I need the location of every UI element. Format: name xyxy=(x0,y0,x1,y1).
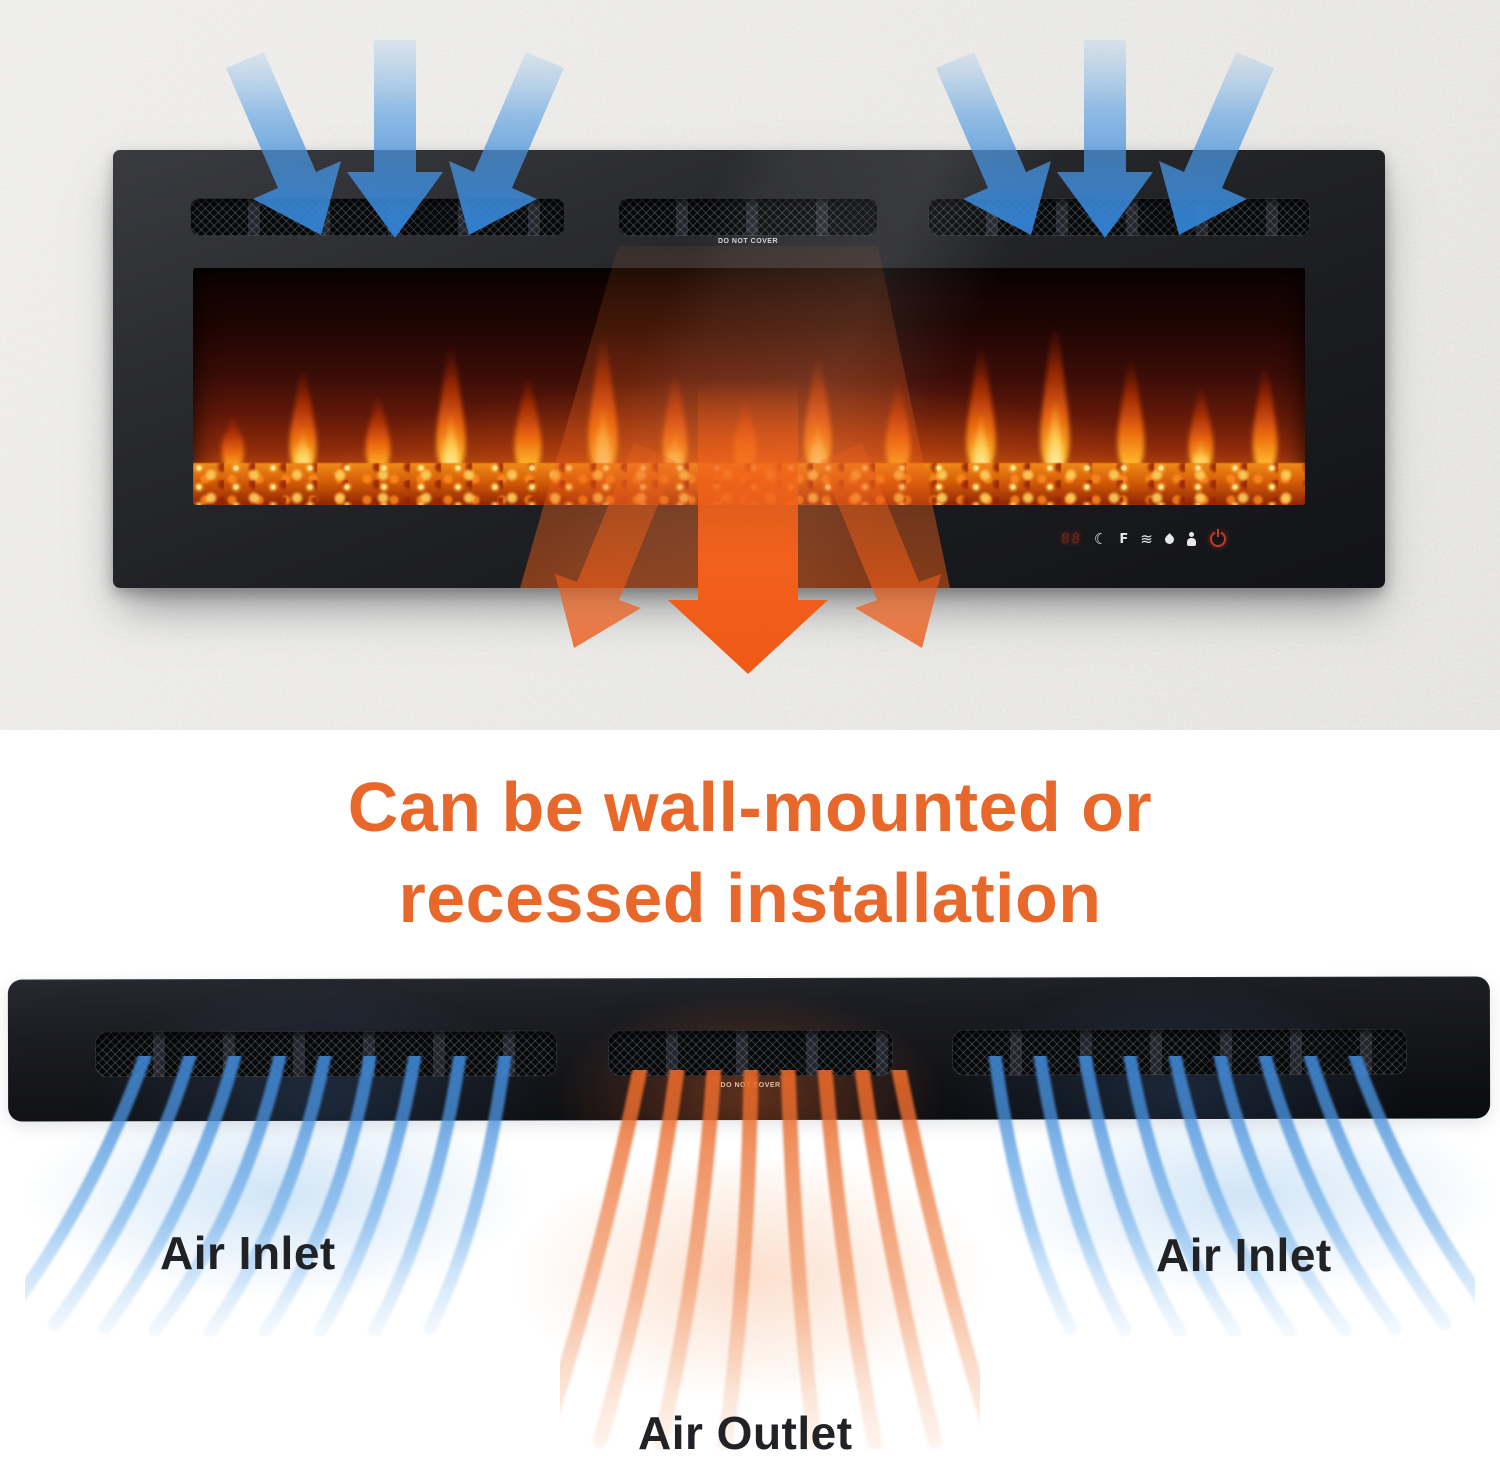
control-panel: 88 ☾ F ≋ xyxy=(1060,526,1296,552)
heat-outlet-arrows xyxy=(520,246,950,674)
heading-line-2: recessed installation xyxy=(398,859,1102,937)
fahrenheit-icon: F xyxy=(1119,531,1129,547)
heading-line-1: Can be wall-mounted or xyxy=(347,768,1153,846)
air-inlet-arrows-right xyxy=(936,40,1274,238)
heat-waves-icon: ≋ xyxy=(1140,529,1153,548)
air-inlet-label-left: Air Inlet xyxy=(160,1227,336,1279)
inlet-stream-left xyxy=(25,1056,512,1336)
led-display: 88 xyxy=(1060,531,1083,547)
wall-scene: DO NOT COVER xyxy=(0,0,1500,730)
outlet-warning-label: DO NOT COVER xyxy=(717,238,779,245)
anion-icon xyxy=(1186,531,1198,547)
air-inlet-arrows-left xyxy=(226,40,564,238)
air-outlet-label: Air Outlet xyxy=(638,1407,853,1459)
flame-color-icon xyxy=(1162,532,1176,546)
section-heading: Can be wall-mounted or recessed installa… xyxy=(0,762,1500,944)
outlet-stream xyxy=(560,1070,980,1450)
timer-icon: ☾ xyxy=(1093,529,1108,548)
power-icon xyxy=(1209,529,1226,547)
installation-diagram: Can be wall-mounted or recessed installa… xyxy=(0,730,1500,1479)
air-inlet-label-right: Air Inlet xyxy=(1156,1229,1332,1281)
center-outlet-vent xyxy=(618,198,878,236)
inlet-stream-right xyxy=(988,1056,1475,1336)
